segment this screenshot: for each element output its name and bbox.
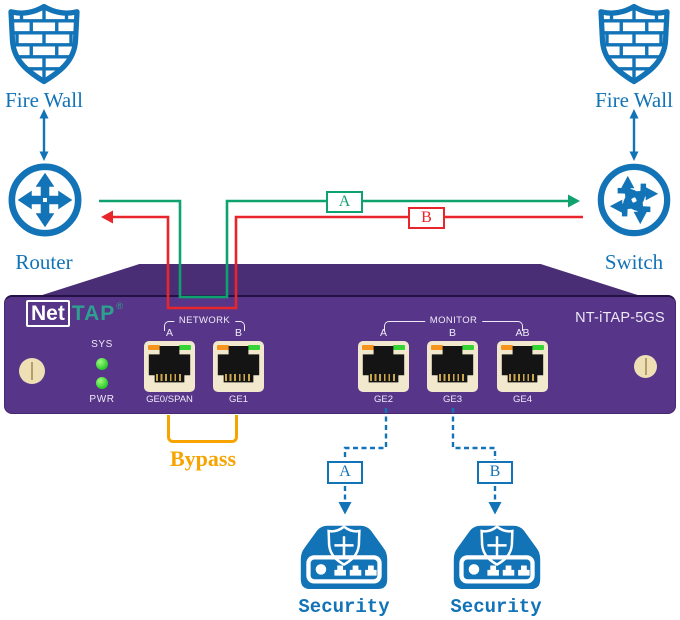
rj45-jack (144, 341, 195, 392)
switch-icon (595, 161, 673, 239)
switch-label: Switch (604, 250, 664, 274)
port-led-orange (148, 345, 160, 350)
sys-led-label: SYS (91, 339, 113, 350)
rj45-jack (358, 341, 409, 392)
monitor-link-a (343, 408, 388, 502)
port-led-green (179, 345, 191, 350)
pwr-led-label: PWR (89, 394, 115, 405)
port-ge3: B GE3 (427, 327, 478, 405)
port-letter: A (165, 327, 173, 339)
wire-b-tag: B (408, 207, 445, 229)
port-name: GE1 (228, 394, 248, 405)
port-led-orange (501, 345, 513, 350)
monitor-group-label: MONITOR (424, 315, 483, 326)
screw-left (19, 358, 45, 384)
port-led-orange (362, 345, 374, 350)
bypass-label: Bypass (169, 446, 237, 471)
network-group-label: NETWORK (173, 315, 236, 326)
wire-b-arrowhead (101, 210, 113, 224)
device-top-face (36, 264, 644, 297)
monitor-b-tag: B (477, 461, 513, 484)
monitor-link-a-arrowhead (338, 502, 352, 515)
port-letter: B (448, 327, 456, 339)
port-ge1: B GE1 (213, 327, 264, 405)
pwr-led (96, 377, 108, 389)
logo-registered-mark: ® (116, 301, 123, 311)
security-appliance-icon (449, 516, 545, 593)
router-label: Router (15, 250, 73, 274)
monitor-link-b (451, 408, 497, 502)
rj45-jack (497, 341, 548, 392)
security-appliance-icon (296, 516, 392, 593)
port-letter: A (379, 327, 387, 339)
firewall-icon (6, 2, 82, 86)
logo-net: Net (26, 300, 70, 327)
port-name: GE4 (512, 394, 532, 405)
monitor-link-b-arrowhead (488, 502, 502, 515)
firewall-icon (596, 2, 672, 86)
bypass-bracket (167, 415, 238, 443)
port-led-green (393, 345, 405, 350)
security-label: Security (450, 596, 542, 618)
port-ge0-span: A GE0/SPAN (144, 327, 195, 405)
port-name: GE3 (442, 394, 462, 405)
port-ge2: A GE2 (358, 327, 409, 405)
port-led-green (248, 345, 260, 350)
device-model: NT-iTAP-5GS (575, 310, 665, 326)
port-letter: B (234, 327, 242, 339)
port-letter: AB (515, 327, 530, 339)
wire-a-arrowhead (568, 194, 580, 208)
wire-a-tag: A (326, 191, 363, 213)
double-arrow (39, 109, 639, 161)
screw-right (634, 355, 657, 378)
rj45-jack (213, 341, 264, 392)
firewall-label: Fire Wall (5, 88, 83, 112)
port-name: GE0/SPAN (146, 394, 193, 405)
logo-tap: TAP (71, 302, 116, 325)
firewall-label: Fire Wall (595, 88, 673, 112)
port-led-orange (431, 345, 443, 350)
sys-led (96, 358, 108, 370)
monitor-a-tag: A (327, 461, 363, 484)
network-group-bracket: NETWORK (164, 315, 245, 331)
monitor-group-bracket: MONITOR (384, 315, 523, 331)
port-led-orange (217, 345, 229, 350)
port-ge4: AB GE4 (497, 327, 548, 405)
security-label: Security (298, 596, 390, 618)
rj45-jack (427, 341, 478, 392)
port-led-green (462, 345, 474, 350)
port-led-green (532, 345, 544, 350)
router-icon (6, 161, 84, 239)
port-name: GE2 (373, 394, 393, 405)
